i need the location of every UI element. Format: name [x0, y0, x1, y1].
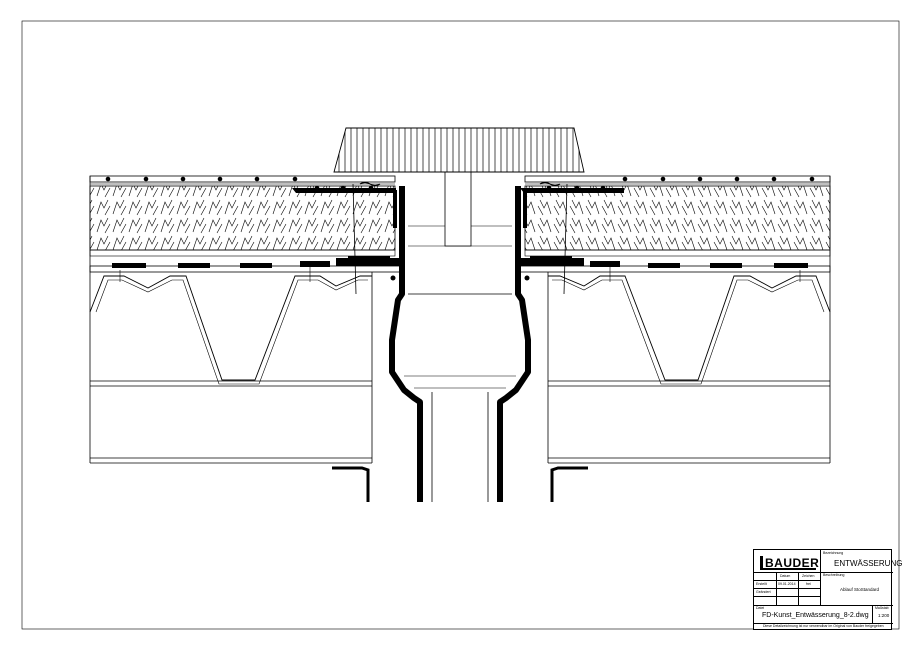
col-datum: Datum: [780, 574, 791, 578]
drain-body: [292, 127, 624, 502]
roof-build-up-right: [519, 175, 831, 502]
erstellt-datum: 09.01.2014: [778, 582, 796, 586]
footer-note: Diese Detailzeichnung ist nur verwendbar…: [763, 624, 884, 628]
bauder-logo: BAUDER: [757, 553, 820, 570]
massstab-label: Maßstab: [875, 606, 889, 610]
roof-build-up-left: [89, 175, 401, 502]
scale-value: 1:200: [878, 613, 890, 618]
drawing-title: ENTWÄSSERUNG: [834, 559, 903, 568]
beschreibung-text: Ablauf StoStandard: [840, 587, 880, 592]
bezeichnung-label: Bezeichnung: [823, 551, 844, 555]
geaendert-label: Geändert: [756, 590, 771, 594]
datei-label: Datei: [756, 606, 765, 610]
col-zeichner: Zeichen: [802, 574, 815, 578]
beschreibung-label: Beschreibung: [823, 573, 845, 577]
title-block: BAUDER Bezeichnung ENTWÄSSERUNG Datum Ze…: [753, 549, 902, 630]
sheet-border: [21, 20, 900, 630]
erstellt-zeichner: frei: [806, 582, 811, 586]
filename: FD-Kunst_Entwässerung_8-2.dwg: [762, 612, 869, 619]
erstellt-label: Erstellt: [756, 582, 767, 586]
brand-name: BAUDER: [765, 556, 820, 570]
